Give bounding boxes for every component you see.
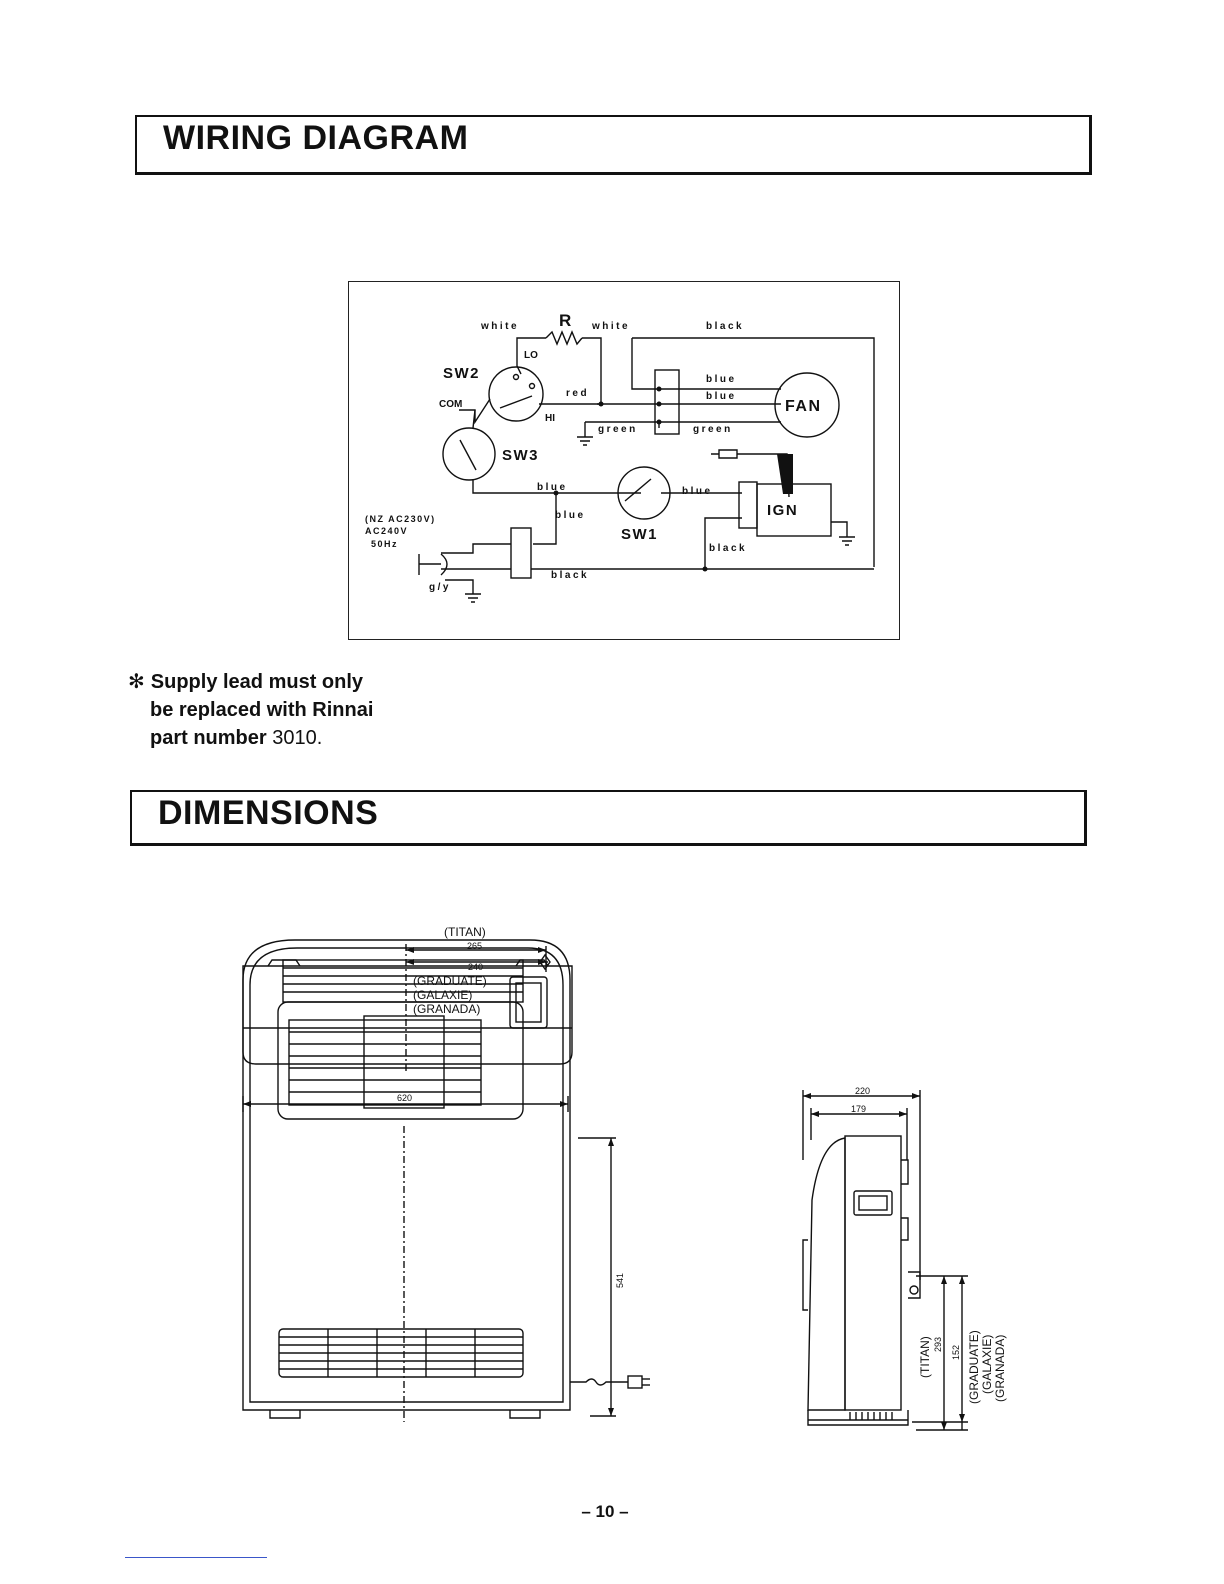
resistor-symbol: [545, 330, 583, 346]
dim-220: 220: [855, 1086, 870, 1096]
label-side-galaxie: (GALAXIE): [980, 1335, 994, 1394]
label-top-galaxie: (GALAXIE): [413, 988, 472, 1002]
dim-541: 541: [615, 1273, 625, 1288]
power-cord: [570, 1378, 628, 1386]
label-blue-fan-1: blue: [706, 374, 737, 385]
sw2-lever: [499, 395, 533, 409]
terminal-block-supply: [510, 527, 532, 579]
label-sw3: SW3: [502, 447, 539, 464]
sw3-lever: [459, 439, 477, 471]
fan-circle: [774, 372, 840, 438]
label-resistor: R: [559, 311, 571, 330]
wire-black-drop: [631, 338, 659, 390]
wire-supply: [441, 543, 511, 570]
label-sw2: SW2: [443, 365, 480, 382]
label-side-graduate: (GRADUATE): [967, 1330, 981, 1404]
power-plug: [627, 1375, 643, 1389]
label-supply-voltage: AC240V: [365, 526, 408, 536]
wiring-diagram-box: white white black blue blue red green gr…: [348, 281, 900, 640]
wire-blue-vertical: [533, 493, 557, 545]
dim-240: 240: [468, 962, 483, 972]
dimensions-title: DIMENSIONS: [158, 794, 379, 832]
label-black-ign: black: [709, 543, 747, 554]
sw2-circle: [488, 366, 544, 422]
page-number: – 10 –: [581, 1502, 629, 1521]
note-line-2: be replaced with Rinnai: [150, 699, 374, 721]
terminal-block-fan: [654, 369, 680, 435]
label-white-right: white: [591, 321, 630, 332]
supply-lead-note: ✻Supply lead must only be replaced with …: [128, 668, 373, 752]
sw3-circle: [442, 427, 496, 481]
label-fan: FAN: [785, 398, 822, 415]
label-top-titan: (TITAN): [444, 925, 486, 939]
label-side-granada: (GRANADA): [993, 1335, 1007, 1402]
label-supply-nz: (NZ AC230V): [365, 514, 436, 524]
side-view-drawing: [802, 1090, 968, 1431]
ground-green: [577, 421, 601, 446]
ign-ground: [831, 521, 855, 546]
dimensions-header: DIMENSIONS: [130, 790, 1087, 846]
dim-293: 293: [933, 1337, 943, 1352]
label-blue-vertical: blue: [555, 510, 586, 521]
label-com: COM: [439, 399, 462, 410]
label-side-titan: (TITAN): [918, 1336, 932, 1378]
label-lo: LO: [524, 350, 538, 361]
dim-179: 179: [851, 1104, 866, 1114]
wiring-diagram-header: WIRING DIAGRAM: [135, 115, 1092, 175]
label-blue-sw1: blue: [682, 486, 713, 497]
sw1-lever: [624, 478, 652, 502]
label-gy: g/y: [429, 582, 451, 593]
front-view-drawing: [242, 939, 650, 1422]
wire-sw3-to-blue: [472, 409, 641, 494]
label-ign: IGN: [767, 502, 798, 519]
label-sw1: SW1: [621, 526, 658, 543]
wiring-diagram-title: WIRING DIAGRAM: [163, 119, 469, 157]
note-line-1: Supply lead must only: [150, 671, 364, 693]
dim-620: 620: [397, 1093, 412, 1103]
label-blue-center: blue: [537, 482, 568, 493]
ground-gy: [445, 579, 481, 603]
note-asterisk: ✻: [128, 671, 145, 693]
label-black-bottom: black: [551, 570, 589, 581]
label-blue-fan-2: blue: [706, 391, 737, 402]
sw2-contact-lo: [512, 373, 520, 381]
dim-152: 152: [951, 1345, 961, 1360]
label-black-top: black: [706, 321, 744, 332]
label-top-granada: (GRANADA): [413, 1002, 480, 1016]
label-white-left: white: [480, 321, 519, 332]
wire-black-ign: [704, 517, 742, 569]
label-red: red: [566, 388, 589, 399]
note-line-3: part number: [150, 727, 267, 749]
label-supply-freq: 50Hz: [371, 539, 398, 549]
sw2-contact-hi: [528, 382, 536, 390]
plug-symbol: [418, 553, 448, 576]
label-green-right: green: [693, 424, 733, 435]
top-view-drawing: [242, 944, 573, 1072]
label-hi: HI: [545, 413, 555, 424]
note-part-number: 3010.: [272, 727, 323, 749]
footer-rule: [125, 1557, 267, 1558]
label-green-left: green: [598, 424, 638, 435]
dim-265: 265: [467, 941, 482, 951]
electrode-tip: [711, 449, 738, 459]
wiring-diagram-svg: white white black blue blue red green gr…: [365, 311, 875, 603]
wire-white-left: [516, 337, 546, 375]
wire-black-top: [632, 337, 875, 567]
electrode-cable: [777, 454, 793, 494]
ign-box: [756, 483, 832, 537]
